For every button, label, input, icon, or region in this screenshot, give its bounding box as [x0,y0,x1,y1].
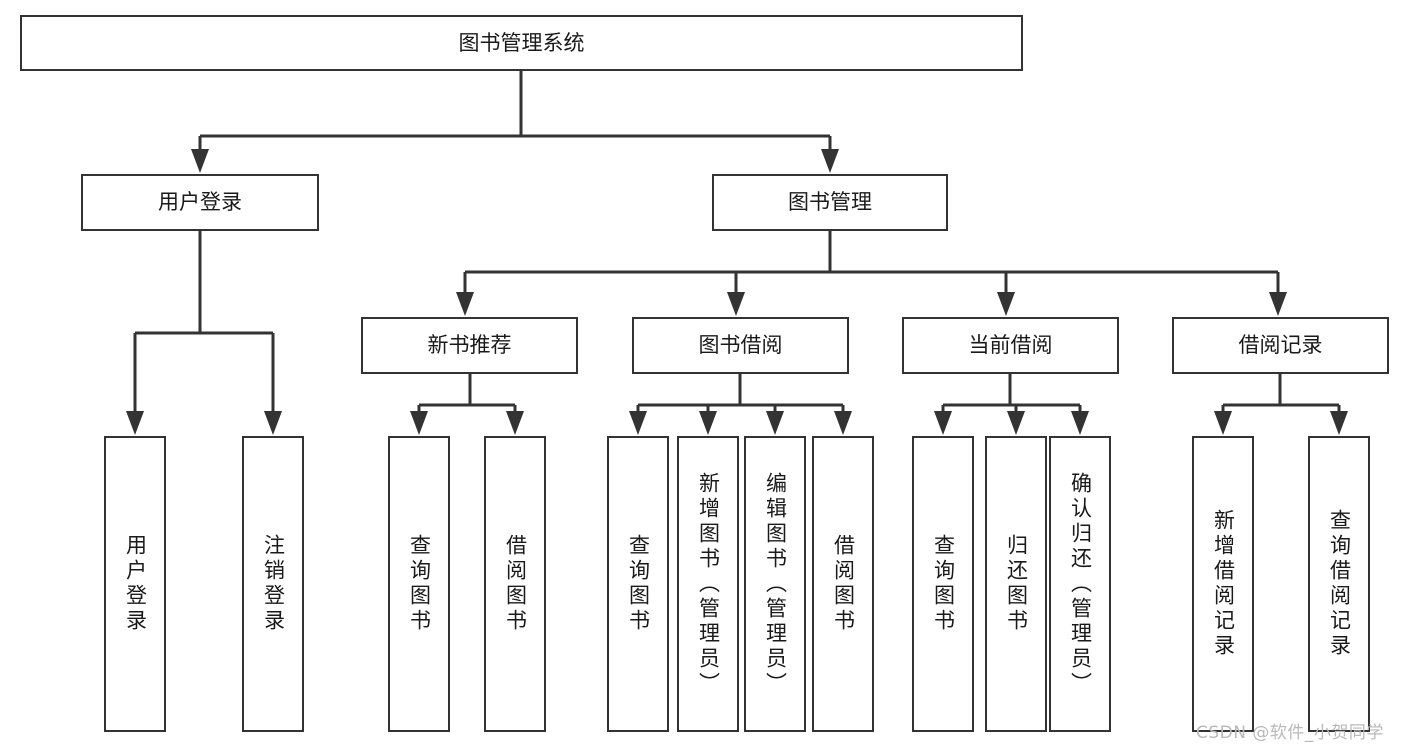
node-label-bookmgmt: 图书管理 [788,190,872,215]
arrowhead-c-newbook-0 [410,411,428,435]
node-box-leaf-4[interactable]: 借阅图书 [484,436,546,732]
arrowhead-c-root-0 [191,149,209,173]
node-box-leaf-13[interactable]: 查询借阅记录 [1308,436,1370,732]
node-label-leaf-2: 注销登录 [261,534,286,634]
node-box-records[interactable]: 借阅记录 [1172,317,1389,374]
node-label-leaf-7: 编辑图书（管理员） [763,471,788,697]
node-label-newbook: 新书推荐 [427,333,512,358]
node-label-leaf-10: 归还图书 [1004,534,1029,634]
node-label-leaf-3: 查询图书 [407,534,432,634]
node-label-leaf-12: 新增借阅记录 [1211,509,1236,659]
node-box-leaf-9[interactable]: 查询图书 [912,436,974,732]
arrowhead-c-login-1 [264,411,282,435]
node-label-records: 借阅记录 [1238,333,1323,358]
node-box-leaf-11[interactable]: 确认归还（管理员） [1049,436,1111,732]
node-label-leaf-4: 借阅图书 [503,534,528,634]
node-box-leaf-7[interactable]: 编辑图书（管理员） [744,436,806,732]
arrowhead-c-records-0 [1214,411,1232,435]
arrowhead-c-borrow-2 [766,411,784,435]
node-box-login[interactable]: 用户登录 [81,174,319,231]
node-box-borrow[interactable]: 图书借阅 [632,317,849,374]
node-box-leaf-3[interactable]: 查询图书 [388,436,450,732]
arrowhead-c-current-1 [1007,411,1025,435]
arrowhead-c-mgmt-1 [727,292,745,316]
node-box-bookmgmt[interactable]: 图书管理 [712,174,948,231]
arrowhead-c-root-1 [821,149,839,173]
node-label-current: 当前借阅 [968,333,1053,358]
node-label-leaf-1: 用户登录 [123,534,148,634]
arrowhead-c-newbook-1 [506,411,524,435]
arrowhead-c-records-1 [1330,411,1348,435]
arrowhead-c-current-0 [934,411,952,435]
node-box-leaf-1[interactable]: 用户登录 [104,436,166,732]
arrowhead-c-mgmt-0 [456,292,474,316]
node-box-leaf-5[interactable]: 查询图书 [607,436,669,732]
node-box-leaf-8[interactable]: 借阅图书 [812,436,874,732]
node-box-leaf-10[interactable]: 归还图书 [985,436,1047,732]
node-label-login: 用户登录 [158,190,242,215]
node-box-current[interactable]: 当前借阅 [902,317,1119,374]
arrowhead-c-login-0 [126,411,144,435]
arrowhead-c-current-2 [1071,411,1089,435]
node-label-borrow: 图书借阅 [698,333,783,358]
node-box-leaf-6[interactable]: 新增图书（管理员） [677,436,739,732]
csdn-watermark: CSDN @软件_小贺同学 [1196,723,1384,743]
node-label-leaf-13: 查询借阅记录 [1327,509,1352,659]
node-label-leaf-11: 确认归还（管理员） [1068,471,1093,697]
arrowhead-c-mgmt-3 [1269,292,1287,316]
node-box-newbook[interactable]: 新书推荐 [361,317,578,374]
arrowhead-c-borrow-1 [699,411,717,435]
node-box-root[interactable]: 图书管理系统 [20,15,1023,71]
node-box-leaf-12[interactable]: 新增借阅记录 [1192,436,1254,732]
node-label-leaf-8: 借阅图书 [831,534,856,634]
node-label-leaf-9: 查询图书 [931,534,956,634]
node-label-leaf-5: 查询图书 [626,534,651,634]
arrowhead-c-borrow-0 [629,411,647,435]
node-box-leaf-2[interactable]: 注销登录 [242,436,304,732]
node-label-root: 图书管理系统 [458,30,585,55]
arrowhead-c-mgmt-2 [997,292,1015,316]
arrowhead-c-borrow-3 [834,411,852,435]
node-label-leaf-6: 新增图书（管理员） [696,471,721,697]
